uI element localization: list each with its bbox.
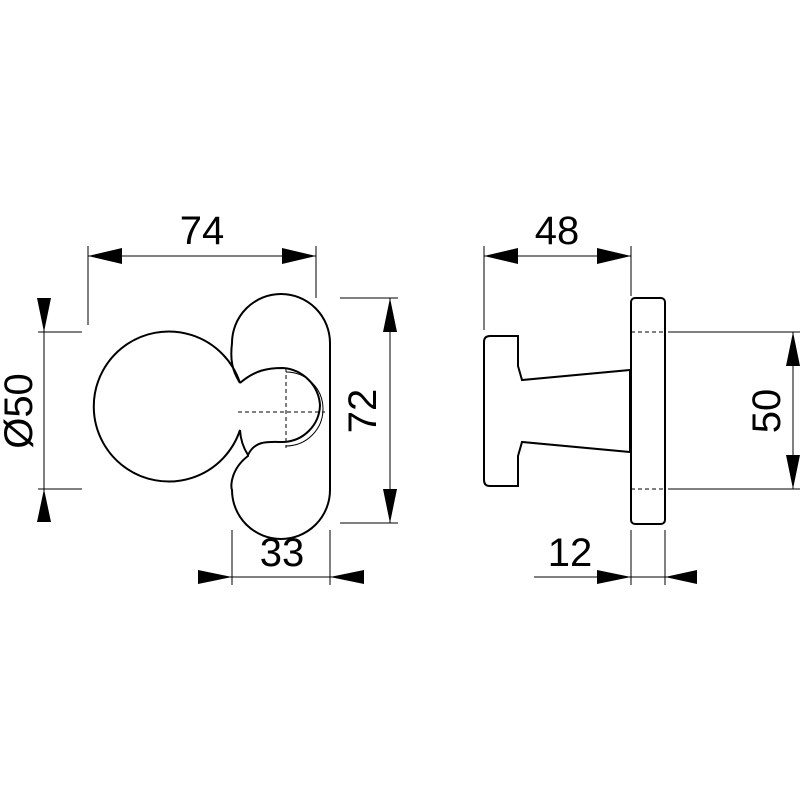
label-33: 33 [260, 531, 305, 575]
arrow-74-right [282, 248, 316, 264]
arrow-74-left [88, 248, 122, 264]
label-diameter-50: Ø50 [0, 373, 41, 449]
label-72: 72 [341, 389, 385, 434]
front-view: 74 Ø50 72 33 [0, 209, 398, 585]
rose-plate [630, 297, 666, 525]
arrow-50s-bottom [786, 455, 800, 489]
arrow-48-left [484, 248, 518, 264]
keyhole-inner [285, 371, 324, 447]
keyhole-cutout [239, 366, 322, 456]
label-74: 74 [180, 209, 225, 253]
arrow-33-left [198, 570, 232, 584]
label-12: 12 [548, 531, 593, 575]
arrow-48-right [597, 248, 631, 264]
arrow-72-top [383, 298, 397, 332]
side-view: 48 50 12 [483, 209, 800, 585]
label-48: 48 [535, 209, 580, 253]
knob-profile [483, 335, 631, 487]
label-50-side: 50 [745, 389, 789, 434]
arrow-50-bottom [37, 489, 51, 522]
arrow-12-right [665, 570, 697, 584]
front-view-outline [92, 293, 331, 540]
arrow-33-right [330, 570, 364, 584]
arrow-12-left [597, 570, 631, 584]
arrow-72-bottom [383, 489, 397, 523]
arrow-50s-top [786, 332, 800, 366]
arrow-50-top [37, 298, 51, 332]
